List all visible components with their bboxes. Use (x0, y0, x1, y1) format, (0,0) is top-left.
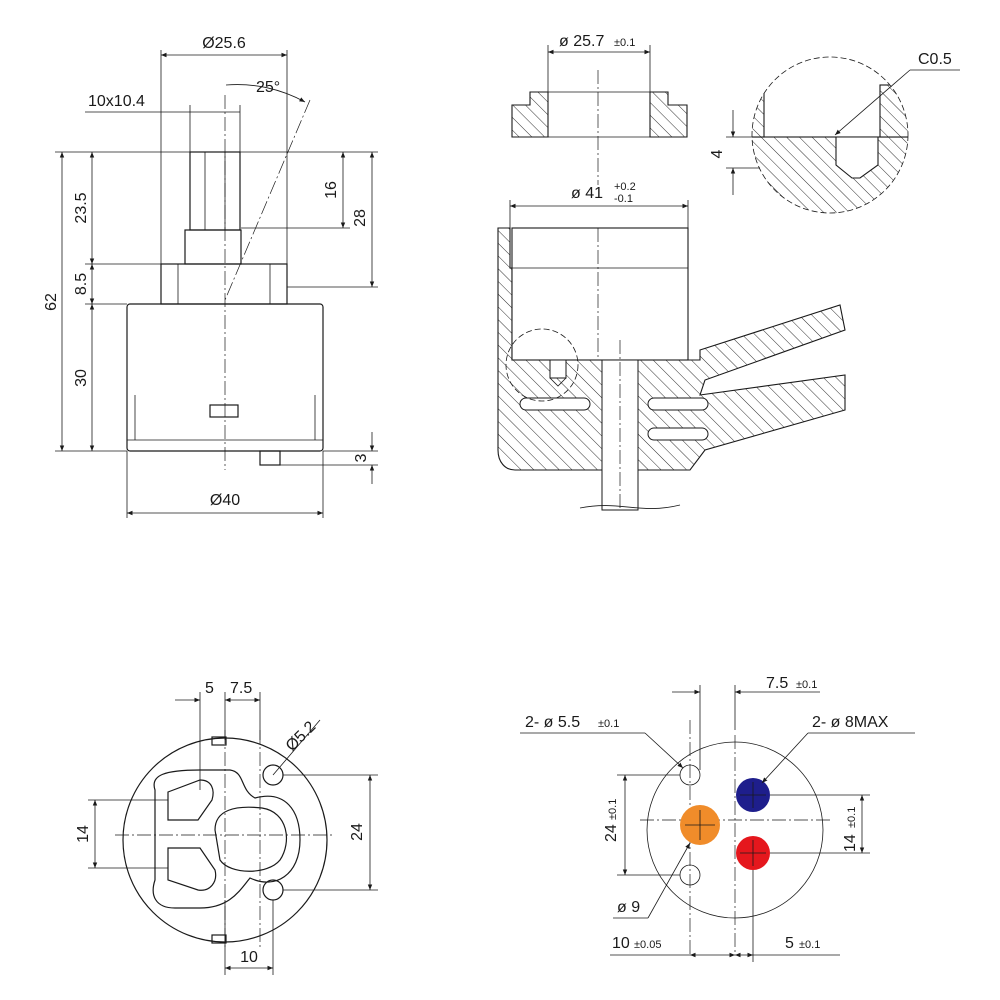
dim-pin-spacing-tol: ±0.1 (607, 799, 619, 820)
dim-flat: 16 (323, 181, 340, 199)
dim-a: 5 (205, 680, 214, 697)
bottom-hole-bottom (262, 879, 284, 901)
dim-port-spacing-tol: ±0.1 (846, 807, 858, 828)
ring-right (649, 91, 688, 138)
dim-angle: 25° (256, 79, 280, 96)
section-view: ø 25.7 ±0.1 ø 41 +0.2 -0.1 (497, 33, 960, 511)
dim-port-spacing: 14 (75, 825, 92, 843)
dim-housing-diameter: ø 41 (571, 185, 603, 202)
bottom-seal (152, 769, 301, 909)
dim-outlet: ø 9 (617, 899, 640, 916)
dim-stem-total: 28 (352, 209, 369, 227)
dim-spline: 10x10.4 (88, 93, 145, 110)
dim-pin-holes-tol: ±0.1 (598, 718, 619, 730)
dim-ring-diameter: ø 25.7 (559, 33, 604, 50)
dim-offset: 10 (240, 949, 258, 966)
dim-top-diameter: Ø25.6 (202, 35, 246, 52)
dim-ports-max: 2- ø 8MAX (812, 714, 889, 731)
detail-chamfer: C0.5 (918, 51, 952, 68)
dim-ring-tol: ±0.1 (614, 37, 635, 49)
front-view: Ø25.6 10x10.4 25° 23.5 8.5 30 62 16 28 (43, 35, 378, 518)
dim-offset-top-tol: ±0.1 (796, 679, 817, 691)
dim-pin-spacing: 24 (603, 824, 620, 842)
dim-bottom-left-tol: ±0.05 (634, 939, 661, 951)
detail-circle: C0.5 4 (709, 51, 960, 214)
dim-collar-height: 8.5 (73, 273, 90, 295)
dim-hole-spacing: 24 (349, 823, 366, 841)
dim-pin: 3 (353, 453, 370, 462)
dim-pin-holes: 2- ø 5.5 (525, 714, 580, 731)
stem (189, 151, 241, 231)
bottom-view: 5 7.5 Ø5.2 14 24 10 (75, 680, 378, 975)
detail-depth: 4 (709, 149, 726, 158)
bottom-port-top (167, 779, 214, 821)
dim-b: 7.5 (230, 680, 252, 697)
dim-offset-top: 7.5 (766, 675, 788, 692)
ring-left (511, 91, 549, 138)
bottom-port-bottom (167, 847, 217, 891)
bottom-outlet (214, 806, 288, 872)
dim-housing-tol-upper: +0.2 (614, 181, 636, 193)
dim-housing-tol-lower: -0.1 (614, 193, 633, 205)
body-slot (209, 404, 239, 418)
dim-body-height: 30 (73, 369, 90, 387)
dim-bottom-left: 10 (612, 935, 630, 952)
collar (160, 263, 288, 305)
dim-hole: Ø5.2 (283, 718, 320, 755)
dim-port-spacing-m: 14 (842, 834, 859, 852)
dim-total-height: 62 (43, 293, 60, 311)
dim-bottom-right-tol: ±0.1 (799, 939, 820, 951)
mounting-view: 7.5 ±0.1 2- ø 5.5 ±0.1 2- ø 8MAX 24 ±0.1… (520, 675, 915, 962)
dim-stem-height: 23.5 (73, 192, 90, 223)
stem-neck (184, 229, 242, 265)
dim-body-diameter: Ø40 (210, 492, 240, 509)
locator-pin (259, 450, 281, 466)
dim-bottom-right: 5 (785, 935, 794, 952)
